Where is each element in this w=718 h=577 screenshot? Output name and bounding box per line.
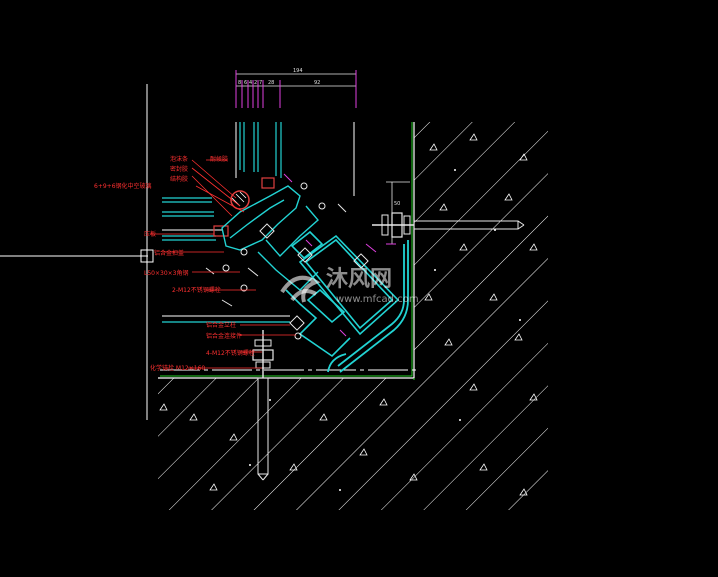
anchor-bolt-bottom [252,330,274,481]
leader-lines [150,159,296,369]
label-structural-sealant: 结构胶 [170,175,188,183]
glass-edge-lines [162,122,355,317]
label-mullion: 铝合金立柱 [206,321,236,329]
dim-b: 6 [244,80,247,86]
dim-right: 92 [314,80,320,86]
dim-total: 194 [293,68,303,74]
glass-panel-vertical [239,122,282,178]
anchor-bolt-right [372,212,525,245]
magenta-markers [283,173,377,337]
dim-e: 7 [259,80,262,86]
watermark-logo-icon [280,275,321,303]
dim-d: 2 [254,80,257,86]
dim-a: 8 [238,80,241,86]
dim-vertical: 50 [394,201,400,207]
label-glass: 6+9+6钢化中空玻璃 [94,182,152,190]
aluminum-mullion [285,230,400,358]
glass-panel-horizontal [162,197,290,323]
corner-seal [213,177,275,237]
annotation-labels: 泡沫条 耐候胶 密封胶 6+9+6钢化中空玻璃 结构胶 压板 铝合金扣盖 L50… [94,155,255,372]
watermark: 沐风网 www.mfcad.com [280,267,419,305]
watermark-brand: 沐风网 [326,267,392,292]
profile-bolts [205,182,369,340]
dim-c: 4 [249,80,252,86]
label-pressure-plate: 压板 [144,230,156,238]
label-bolts-2: 2-M12不锈钢螺栓 [172,286,221,294]
label-aluminum-cover: 铝合金扣盖 [154,249,184,257]
top-dimension: 194 92 8 6 4 2 7 28 [235,68,357,108]
label-foam-strip: 泡沫条 [170,155,188,163]
label-weather-sealant: 耐候胶 [210,155,228,163]
label-angle-steel: L50×30×3角钢 [144,269,189,277]
label-sealant: 密封胶 [170,165,188,173]
label-chemical-anchor: 化学锚栓 M12×160 [150,364,205,372]
reference-lines [0,84,420,420]
dim-f: 28 [268,80,274,86]
connector-bracket [327,240,409,373]
aluminum-cover-profile [221,185,319,291]
watermark-url: www.mfcad.com [336,294,419,305]
concrete-wall [158,122,548,510]
label-connector: 铝合金连接件 [206,332,242,340]
label-bolts-4: 4-M12不锈钢螺栓 [206,349,255,357]
